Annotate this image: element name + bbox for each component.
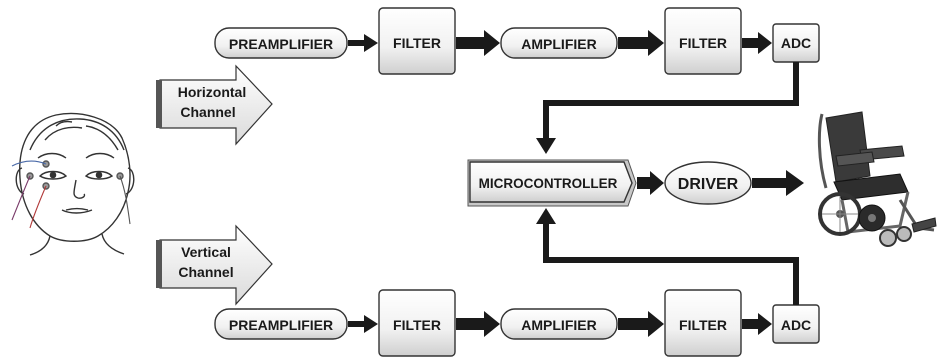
bottom-amplifier-block <box>500 308 618 340</box>
bottom-amplifier-label: AMPLIFIER <box>521 317 596 333</box>
horizontal-channel-arrow: Horizontal Channel <box>156 64 273 146</box>
top-adc-to-microcontroller-connector <box>536 62 799 154</box>
bottom-signal-chain: PREAMPLIFIER FILTER AMPLIFIER FILTER ADC <box>214 289 820 357</box>
top-preamplifier-block <box>214 27 348 59</box>
vertical-channel-label-line1: Vertical <box>181 244 231 260</box>
microcontroller-block: MICROCONTROLLER <box>467 159 637 207</box>
bottom-filter1-block <box>378 289 456 357</box>
microcontroller-label: MICROCONTROLLER <box>479 176 618 191</box>
horizontal-channel-label-line1: Horizontal <box>178 84 246 100</box>
bottom-filter1-label: FILTER <box>393 317 441 333</box>
top-arrow-3 <box>618 30 664 56</box>
bottom-arrow-2 <box>456 311 500 337</box>
top-filter2-label: FILTER <box>679 35 727 51</box>
wheelchair-image <box>817 111 937 247</box>
bottom-arrow-3 <box>618 311 664 337</box>
top-preamplifier-label: PREAMPLIFIER <box>229 36 333 52</box>
top-arrow-2 <box>456 30 500 56</box>
microcontroller-to-driver-arrow <box>637 171 664 195</box>
top-filter2-block <box>664 7 742 75</box>
horizontal-channel-label-line2: Channel <box>180 104 235 120</box>
driver-to-wheelchair-arrow <box>752 170 804 196</box>
driver-label: DRIVER <box>678 176 739 193</box>
top-amplifier-label: AMPLIFIER <box>521 36 596 52</box>
driver-block: DRIVER <box>664 161 752 205</box>
top-filter1-label: FILTER <box>393 35 441 51</box>
top-adc-label: ADC <box>781 35 811 51</box>
bottom-filter2-label: FILTER <box>679 317 727 333</box>
top-arrow-4 <box>742 32 772 54</box>
bottom-arrow-4 <box>742 313 772 335</box>
bottom-adc-to-microcontroller-connector <box>536 208 799 305</box>
top-signal-chain: PREAMPLIFIER FILTER AMPLIFIER FILTER ADC <box>214 7 820 75</box>
top-arrow-1 <box>348 34 378 52</box>
top-filter1-block <box>378 7 456 75</box>
face-image <box>11 112 135 256</box>
bottom-adc-label: ADC <box>781 317 811 333</box>
top-amplifier-block <box>500 27 618 59</box>
bottom-filter2-block <box>664 289 742 357</box>
vertical-channel-label-line2: Channel <box>178 264 233 280</box>
bottom-arrow-1 <box>348 315 378 333</box>
vertical-channel-arrow: Vertical Channel <box>156 224 273 306</box>
bottom-preamplifier-block <box>214 308 348 340</box>
bottom-preamplifier-label: PREAMPLIFIER <box>229 317 333 333</box>
